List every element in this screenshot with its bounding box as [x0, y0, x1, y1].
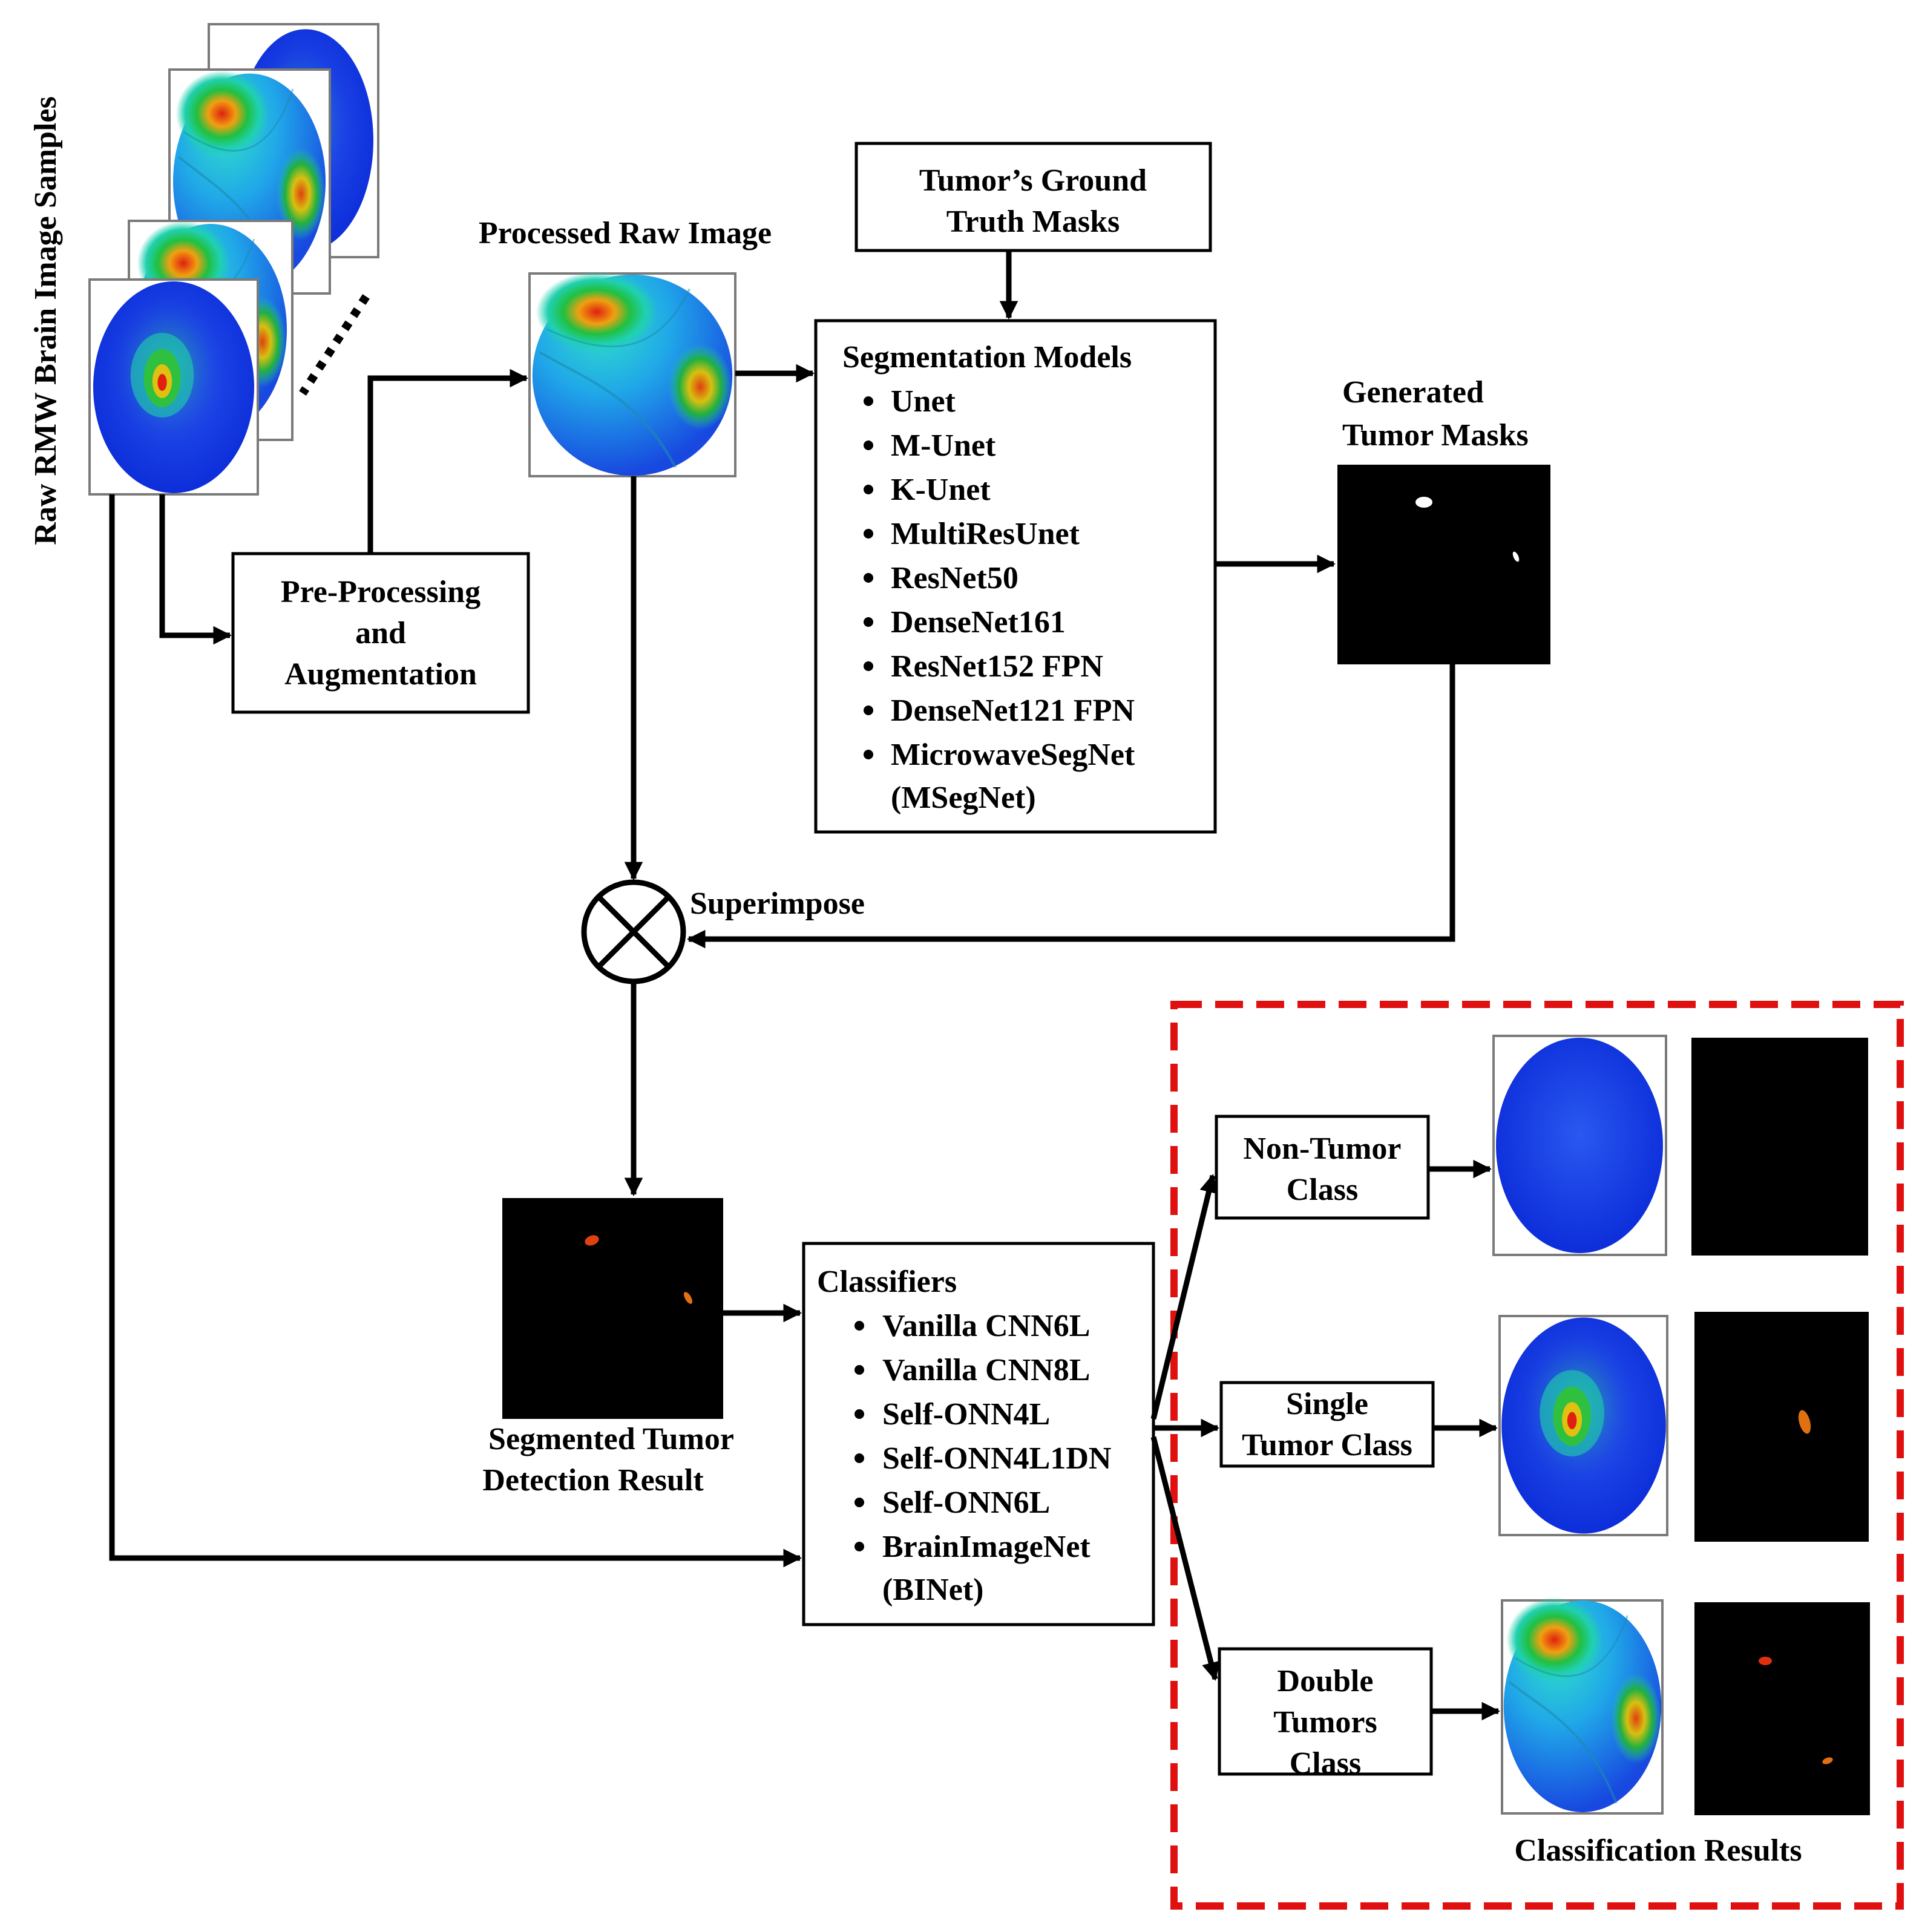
segmentation-model-bullet — [864, 485, 873, 494]
classifier-model-item: BrainImageNet — [882, 1530, 1091, 1564]
segmentation-model-bullet — [864, 750, 873, 759]
classifier-model-bullet — [854, 1321, 864, 1331]
segmentation-model-bullet — [864, 573, 873, 583]
svg-text:Tumors: Tumors — [1273, 1705, 1377, 1740]
segmentation-model-item-suffix: (MSegNet) — [891, 781, 1036, 815]
svg-text:Augmentation: Augmentation — [284, 657, 477, 692]
classifier-model-bullet — [854, 1498, 864, 1507]
segmentation-model-bullet — [864, 440, 873, 450]
classifier-model-item: Vanilla CNN8L — [882, 1353, 1090, 1387]
segmentation-model-item: K-Unet — [891, 473, 991, 507]
svg-text:Tumor Class: Tumor Class — [1242, 1428, 1412, 1462]
non-tumor-brain-image — [1492, 1035, 1667, 1256]
connectors — [109, 251, 1501, 1721]
classifier-model-item: Self-ONN6L — [882, 1485, 1050, 1520]
segmentation-model-bullet — [864, 661, 873, 671]
processed-raw-image — [528, 272, 736, 477]
segmentation-model-bullet — [864, 706, 873, 715]
svg-text:Class: Class — [1290, 1746, 1361, 1781]
classifier-model-bullet — [854, 1365, 864, 1375]
processed-raw-image-label: Processed Raw Image — [479, 216, 772, 251]
raw-image-1 — [88, 278, 259, 496]
segmentation-model-bullet — [864, 529, 873, 539]
segmentation-model-item: ResNet50 — [891, 561, 1018, 595]
svg-text:Tumor’s Ground: Tumor’s Ground — [919, 163, 1147, 198]
double-tumors-class-box: Double Tumors Class — [1218, 1647, 1433, 1781]
segmentation-models-box: Segmentation Models UnetM-UnetK-UnetMult… — [814, 319, 1217, 834]
double-tumors-brain-image — [1501, 1596, 1664, 1815]
segmentation-model-item: Unet — [891, 384, 956, 419]
generated-masks-label-2: Tumor Masks — [1342, 418, 1529, 453]
segmentation-model-item: DenseNet161 — [891, 605, 1066, 640]
segmentation-model-item: ResNet152 FPN — [891, 649, 1103, 684]
segmented-result-label-1: Segmented Tumor — [488, 1422, 734, 1456]
classifier-model-item-suffix: (BINet) — [882, 1573, 984, 1607]
classifier-model-item: Vanilla CNN6L — [882, 1309, 1090, 1343]
classifiers-box: Classifiers Vanilla CNN6L Vanilla CNN8L Se… — [802, 1242, 1155, 1626]
segmented-result-image — [502, 1198, 723, 1419]
superimpose-label: Superimpose — [690, 886, 865, 921]
segmented-result-label-2: Detection Result — [482, 1463, 704, 1498]
classifier-model-bullet — [854, 1409, 864, 1419]
svg-text:Truth Masks: Truth Masks — [946, 205, 1120, 239]
segmentation-model-list: UnetM-UnetK-UnetMultiResUnetResNet50Dens… — [864, 384, 1135, 815]
segmentation-model-item: M-Unet — [891, 428, 996, 463]
svg-text:Pre-Processing: Pre-Processing — [281, 575, 480, 609]
segmentation-title: Segmentation Models — [842, 340, 1132, 375]
generated-tumor-mask — [1337, 465, 1550, 664]
superimpose-operator — [581, 879, 686, 984]
classifier-model-bullet — [854, 1542, 864, 1551]
more-samples-ellipsis — [299, 294, 370, 396]
classifier-model-bullet — [854, 1453, 864, 1463]
classifiers-title: Classifiers — [817, 1265, 957, 1299]
classifier-model-list: Vanilla CNN6L Vanilla CNN8L Self-ONN4L Self… — [854, 1309, 1111, 1607]
non-tumor-class-box: Non-Tumor Class — [1215, 1115, 1430, 1220]
svg-text:Single: Single — [1286, 1387, 1368, 1421]
classifier-model-item: Self-ONN4L — [882, 1397, 1050, 1432]
single-tumor-brain-image — [1498, 1315, 1668, 1536]
segmentation-model-bullet — [864, 396, 873, 406]
single-tumor-class-box: Single Tumor Class — [1219, 1381, 1435, 1468]
ground-truth-masks-box: Tumor’s Ground Truth Masks — [854, 142, 1212, 252]
segmentation-model-item: DenseNet121 FPN — [891, 693, 1135, 728]
raw-samples-vertical-label: Raw RMW Brain Image Samples — [28, 96, 63, 545]
svg-text:Class: Class — [1287, 1173, 1358, 1207]
svg-text:Double: Double — [1278, 1664, 1374, 1698]
classification-results-label: Classification Results — [1514, 1833, 1802, 1868]
preprocessing-box: Pre-Processing and Augmentation — [231, 552, 530, 714]
segmentation-model-item: MultiResUnet — [891, 517, 1080, 551]
generated-masks-label-1: Generated — [1342, 375, 1484, 410]
raw-image-stack — [88, 23, 379, 496]
classifier-model-item: Self-ONN4L1DN — [882, 1441, 1111, 1476]
single-tumor-mask — [1694, 1312, 1869, 1542]
double-tumors-mask — [1694, 1602, 1870, 1815]
segmentation-model-bullet — [864, 617, 873, 627]
classification-results-region — [1170, 1001, 1904, 1910]
non-tumor-mask — [1691, 1038, 1868, 1256]
svg-text:and: and — [355, 616, 406, 650]
segmentation-model-item: MicrowaveSegNet — [891, 738, 1135, 772]
svg-text:Non-Tumor: Non-Tumor — [1243, 1131, 1401, 1166]
